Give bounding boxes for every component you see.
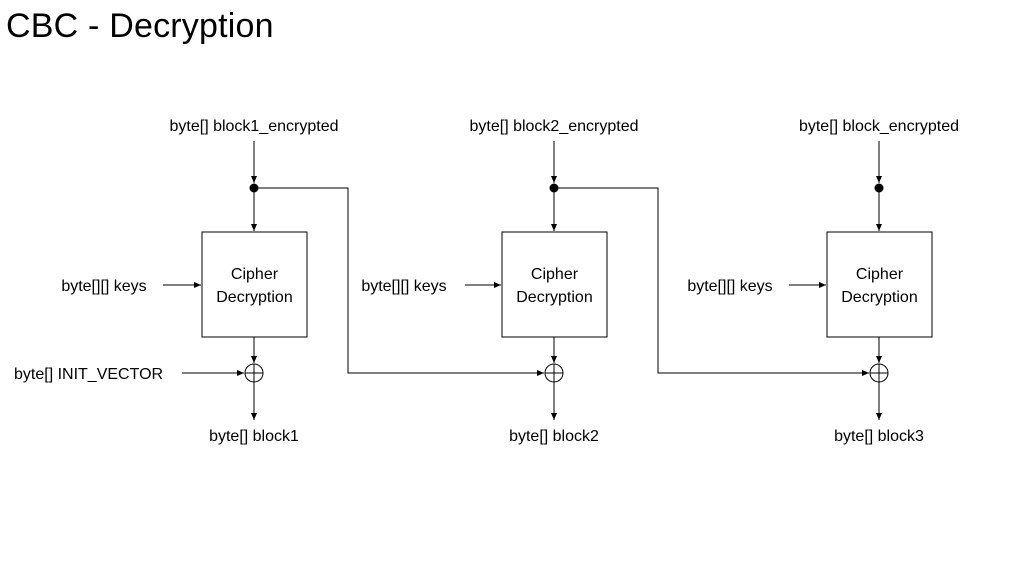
stage3-cipher-box — [826, 231, 933, 338]
stage3-keys-label: byte[][] keys — [687, 278, 772, 295]
stage3-cipher-label: Cipher — [856, 266, 904, 283]
stage3-output-label: byte[] block3 — [834, 428, 924, 445]
stage1-xor-icon — [244, 363, 264, 383]
stage2-keys-label: byte[][] keys — [361, 278, 446, 295]
page-title: CBC - Decryption — [6, 7, 274, 45]
stage1-cipher-label: Cipher — [231, 266, 279, 283]
stage2-cipher-label: Cipher — [531, 266, 579, 283]
stage3-input-label: byte[] block_encrypted — [799, 118, 959, 135]
stage3-branch-dot — [874, 183, 884, 193]
stage2-decryption-label: Decryption — [516, 289, 592, 306]
stage1-cipher-box — [201, 231, 308, 338]
stage2-xor-icon — [544, 363, 564, 383]
stage3-decryption-label: Decryption — [841, 289, 917, 306]
init-vector-label: byte[] INIT_VECTOR — [14, 366, 163, 383]
stage1-keys-label: byte[][] keys — [61, 278, 146, 295]
stage1-output-label: byte[] block1 — [209, 428, 299, 445]
stage1-decryption-label: Decryption — [216, 289, 292, 306]
stage3-xor-icon — [869, 363, 889, 383]
stage2-cipher-box — [501, 231, 608, 338]
stage2-chain-line — [558, 187, 869, 376]
stage2-output-label: byte[] block2 — [509, 428, 599, 445]
stage1-branch-dot — [249, 183, 259, 193]
stage2-branch-dot — [549, 183, 559, 193]
stage1-input-label: byte[] block1_encrypted — [170, 118, 339, 135]
stage2-input-label: byte[] block2_encrypted — [470, 118, 639, 135]
stage1-chain-line — [258, 187, 544, 376]
